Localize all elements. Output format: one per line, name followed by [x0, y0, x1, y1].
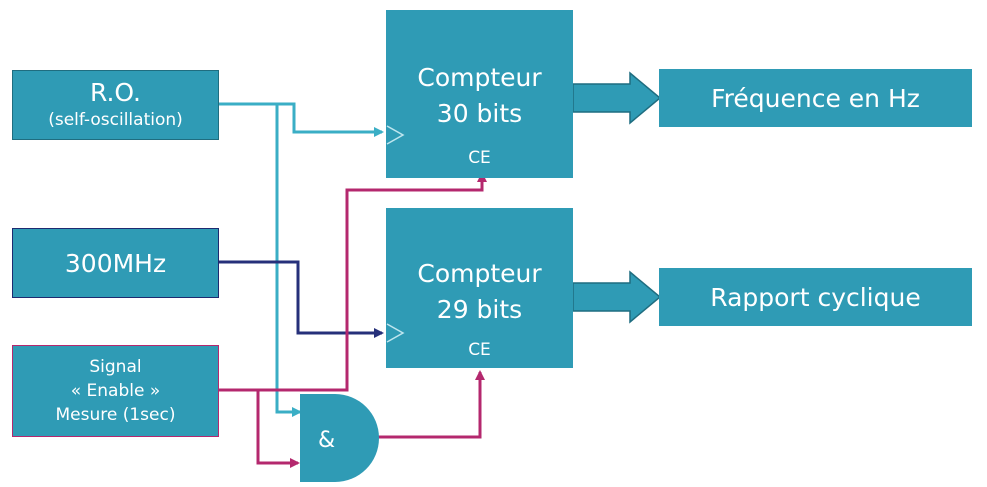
frequency-output-block: Fréquence en Hz [659, 69, 972, 127]
counter29-title: Compteur 29 bits [386, 256, 573, 328]
counter30-ce-label: CE [468, 148, 491, 168]
clock-block: 300MHz [12, 228, 219, 298]
counter30-clock-triangle-icon [386, 125, 405, 145]
ro-title: R.O. [89, 78, 142, 107]
signal-line3: Mesure (1sec) [55, 405, 176, 425]
counter-29-block: Compteur 29 bits CE [386, 208, 573, 368]
ro-block: R.O. (self-oscillation) [12, 70, 219, 140]
and-to-counter29-wire [376, 370, 485, 439]
counter30-line2: 30 bits [436, 99, 523, 128]
signal-line2: « Enable » [70, 381, 161, 401]
duty-cycle-output-block: Rapport cyclique [659, 268, 972, 326]
ro-subtitle: (self-oscillation) [48, 110, 183, 130]
counter29-clock-triangle-icon [386, 323, 405, 343]
clock-to-counter29-wire [219, 260, 384, 338]
counter29-line2: 29 bits [436, 295, 523, 324]
counter30-output-arrow [572, 71, 662, 125]
enable-to-and-wire [256, 390, 300, 468]
ro-to-and-wire [275, 104, 302, 417]
signal-line1: Signal [89, 357, 142, 377]
ro-to-counter30-wire [219, 102, 384, 137]
counter-30-block: Compteur 30 bits CE [386, 10, 573, 178]
counter29-output-arrow [572, 270, 662, 324]
counter29-line1: Compteur [417, 259, 542, 288]
and-gate [300, 394, 379, 482]
counter30-line1: Compteur [417, 63, 542, 92]
enable-signal-block: Signal « Enable » Mesure (1sec) [12, 345, 219, 437]
and-gate-label: & [318, 428, 336, 453]
counter30-title: Compteur 30 bits [386, 60, 573, 132]
counter29-ce-label: CE [468, 340, 491, 360]
clock-label: 300MHz [64, 248, 167, 278]
enable-to-counter30-wire [219, 172, 487, 392]
